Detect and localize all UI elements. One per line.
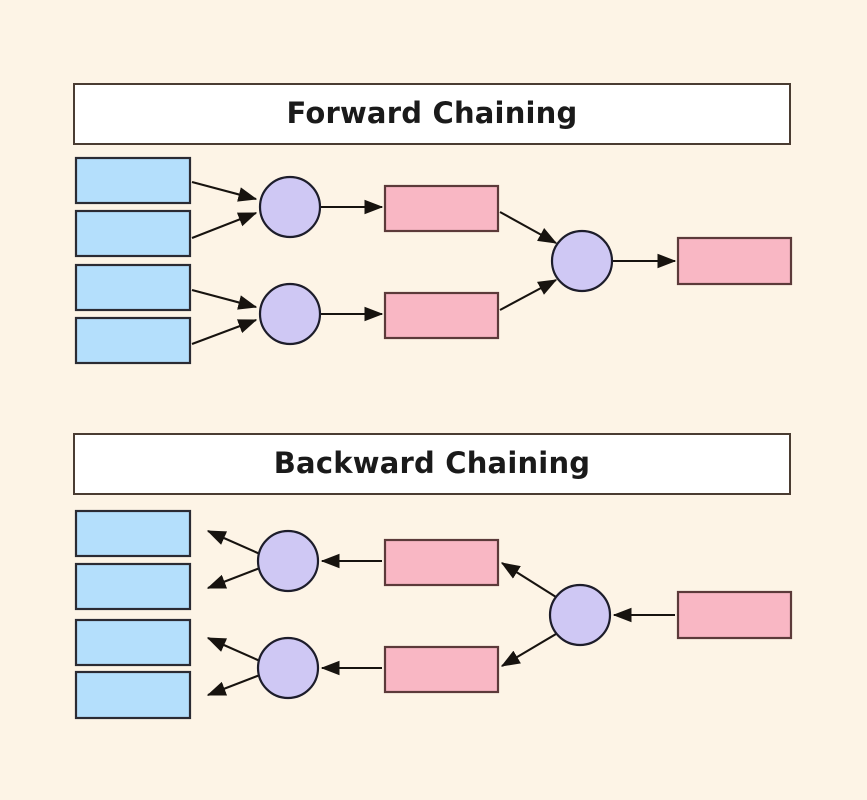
edges-group [206,530,675,696]
arrow-b-e1 [206,530,261,555]
fact-box-f-fact-4[interactable] [74,316,192,365]
arrow-b-e7 [500,562,557,598]
arrow-b-e3 [206,637,261,662]
rule-circle-b-rule-3[interactable] [548,583,612,647]
edges-group [191,180,677,345]
fact-box-f-fact-2[interactable] [74,209,192,258]
arrow-b-e2 [206,567,261,589]
section-title-forward-chaining: Forward Chaining [286,96,577,130]
rule-circle-b-rule-2[interactable] [256,636,320,700]
arrow-b-e4 [206,674,261,696]
fact-box-b-fact-2[interactable] [74,562,192,611]
arrow-f-e2 [191,212,258,239]
section-title-backward-chaining: Backward Chaining [274,446,591,480]
rule-circle-f-rule-3[interactable] [550,229,614,293]
arrow-f-e4 [191,319,258,345]
rule-circle-f-rule-1[interactable] [258,175,322,239]
conclusion-box-b-concl-2[interactable] [383,645,500,694]
fact-box-f-fact-1[interactable] [74,156,192,205]
conclusion-box-b-concl-1[interactable] [383,538,500,587]
conclusion-box-f-concl-3[interactable] [676,236,793,286]
fact-box-b-fact-4[interactable] [74,670,192,720]
section-forward-chaining: Forward Chaining [73,83,793,365]
conclusion-box-f-concl-1[interactable] [383,184,500,233]
conclusion-box-f-concl-2[interactable] [383,291,500,340]
arrow-f-e8 [499,279,558,311]
rule-circle-f-rule-2[interactable] [258,282,322,346]
fact-box-f-fact-3[interactable] [74,263,192,312]
fact-box-b-fact-1[interactable] [74,509,192,558]
rule-circle-b-rule-1[interactable] [256,529,320,593]
arrow-b-e8 [500,633,557,667]
arrow-f-e7 [499,211,558,244]
fact-box-b-fact-3[interactable] [74,618,192,667]
title-box-backward-chaining [73,433,791,495]
conclusion-box-b-concl-3[interactable] [676,590,793,640]
section-backward-chaining: Backward Chaining [73,433,793,720]
arrow-f-e3 [191,288,258,310]
title-box-forward-chaining [73,83,791,145]
arrow-f-e1 [191,180,258,202]
